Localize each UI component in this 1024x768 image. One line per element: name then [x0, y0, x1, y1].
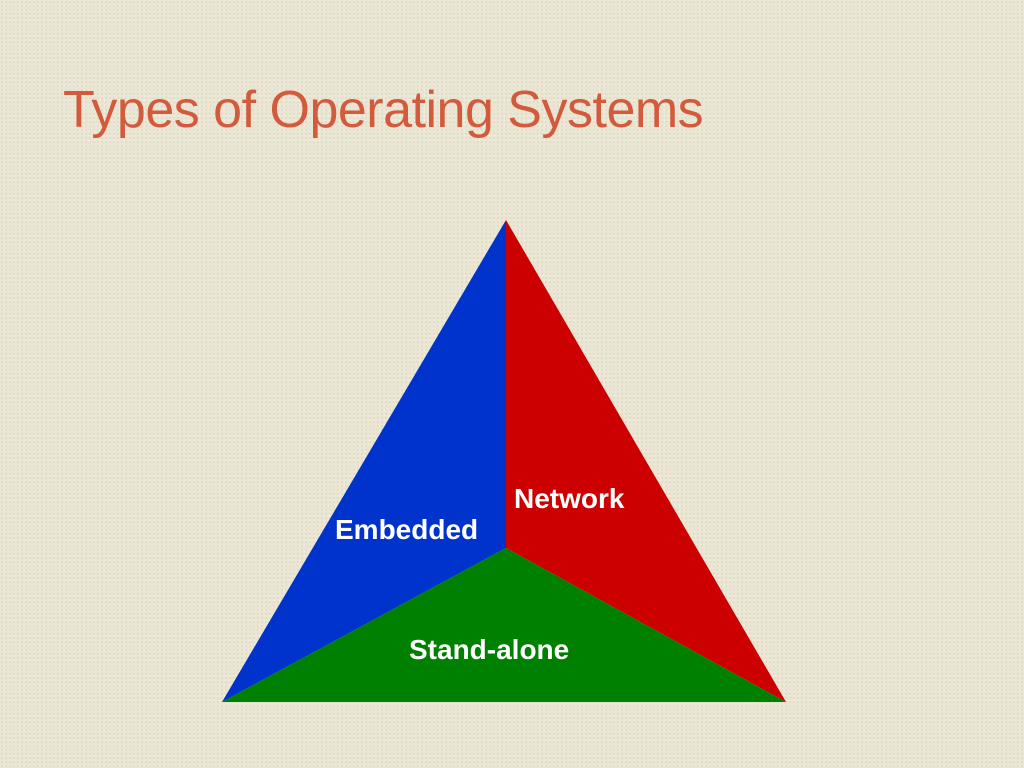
embedded-segment — [222, 220, 506, 702]
standalone-label: Stand-alone — [409, 634, 570, 665]
network-label: Network — [514, 483, 625, 514]
standalone-segment — [222, 548, 786, 702]
slide-title: Types of Operating Systems — [63, 81, 704, 139]
network-segment — [506, 220, 786, 702]
embedded-label: Embedded — [335, 514, 479, 545]
